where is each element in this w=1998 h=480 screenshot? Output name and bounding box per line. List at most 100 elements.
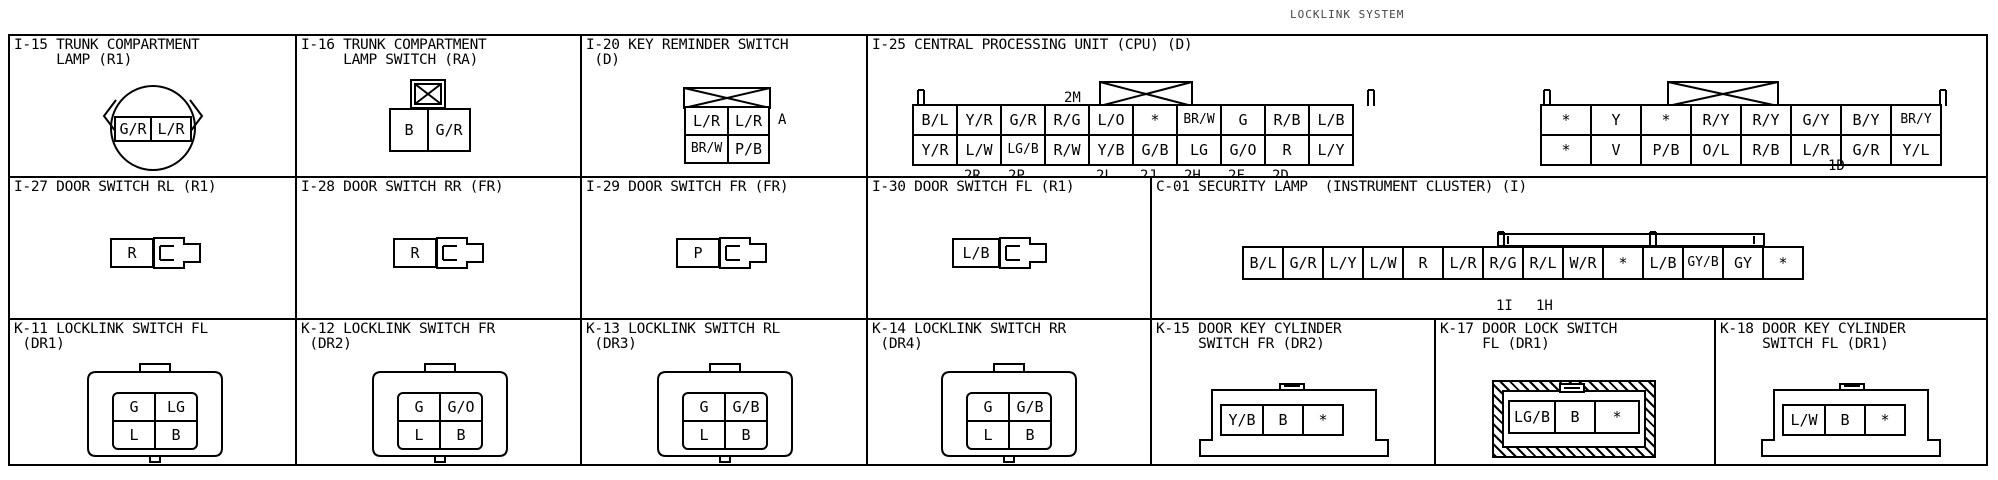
pin-cell: Y/B [1220,404,1264,436]
pin-cell: L/R [1790,134,1842,166]
pin-cell: L/B [1642,246,1684,280]
pin-cell: R [1402,246,1444,280]
cell-title: K-14 LOCKLINK SWITCH RR (DR4) [872,321,1066,352]
pin-cell: B [1824,404,1866,436]
pin-cell: G [397,392,441,422]
cell-i20: I-20 KEY REMINDER SWITCH (D) L/R L/R BR/… [582,36,868,178]
cell-i27: I-27 DOOR SWITCH RL (R1) R [10,178,297,320]
pin-cell: L [966,420,1010,450]
pin-cell: L/Y [1322,246,1364,280]
connector-lock-icon [683,87,771,109]
cell-k11: K-11 LOCKLINK SWITCH FL (DR1) G LG L B [10,320,297,464]
pin-cell: G [682,392,726,422]
pin-cell: B [154,420,198,450]
pin-cell: L/W [1362,246,1404,280]
pin-cell: R/Y [1690,104,1742,136]
pin-cell: * [1864,404,1906,436]
pin-cell: R/Y [1740,104,1792,136]
pin-cell: L [397,420,441,450]
pin-group-label: 2F [1228,168,1245,178]
pin-cell: L/Y [1308,134,1354,166]
pin-cell: G/O [1220,134,1266,166]
pin-cell: * [1602,246,1644,280]
pin-cell: LG/B [1508,400,1556,434]
pin-cell: * [1132,104,1178,136]
cell-title: I-28 DOOR SWITCH RR (FR) [301,179,504,195]
pin-cell: Y/R [956,104,1002,136]
pin-cell: B/Y [1840,104,1892,136]
cell-k13: K-13 LOCKLINK SWITCH RL (DR3) G G/B L B [582,320,868,464]
cell-title: C-01 SECURITY LAMP (INSTRUMENT CLUSTER) … [1156,179,1527,195]
pin-cell: B [724,420,768,450]
pin-cell: G [1220,104,1266,136]
pin-cell: GY [1722,246,1764,280]
pin-cell: P/B [1640,134,1692,166]
pin-cell: L/W [1782,404,1826,436]
pin-cell: G/R [114,116,152,142]
key-cylinder-connector-icon [1199,383,1389,457]
cell-i28: I-28 DOOR SWITCH RR (FR) R [297,178,582,320]
pin-cell: L/B [1308,104,1354,136]
cell-i16: I-16 TRUNK COMPARTMENT LAMP SWITCH (RA) … [297,36,582,178]
pin-group-label: 1H [1536,298,1553,314]
pin-cell: G/R [1840,134,1892,166]
pin-cell: G [112,392,156,422]
pin-cell: R/L [1522,246,1564,280]
plug-icon [436,237,484,269]
pin-cell: Y/B [1088,134,1134,166]
pin-cell: L/R [727,106,770,136]
pin-cell: P/B [727,134,770,164]
cell-title: I-15 TRUNK COMPARTMENT LAMP (R1) [14,37,200,68]
pin-group-label: 2H [1184,168,1201,178]
cell-i29: I-29 DOOR SWITCH FR (FR) P [582,178,868,320]
locklink-connector-icon [87,363,223,463]
cell-k15: K-15 DOOR KEY CYLINDER SWITCH FR (DR2) Y… [1152,320,1436,464]
pin-cell: R [1264,134,1310,166]
pin-cell: LG [154,392,198,422]
connector-lock-icon [410,79,446,109]
pin-cell: R/G [1482,246,1524,280]
locklink-connector-icon [941,363,1077,463]
pin-cell: * [1540,104,1592,136]
pin-cell: Y/R [912,134,958,166]
pin-cell: L/W [956,134,1002,166]
pin-group-label: 1I [1496,298,1513,314]
cell-title: I-30 DOOR SWITCH FL (R1) [872,179,1075,195]
pin-cell: GY/B [1682,246,1724,280]
pin-group-label: 2R [964,168,981,178]
cell-c01: C-01 SECURITY LAMP (INSTRUMENT CLUSTER) … [1152,178,1986,320]
cell-i30: I-30 DOOR SWITCH FL (R1) L/B [868,178,1152,320]
pin-cell: O/L [1690,134,1742,166]
cell-k14: K-14 LOCKLINK SWITCH RR (DR4) G G/B L B [868,320,1152,464]
pin-cell: L [112,420,156,450]
pin-cell: R [110,238,154,268]
cell-title: K-11 LOCKLINK SWITCH FL (DR1) [14,321,208,352]
pin-cell: L [682,420,726,450]
pin-cell: B [1008,420,1052,450]
cell-k18: K-18 DOOR KEY CYLINDER SWITCH FL (DR1) L… [1716,320,1986,464]
pin-cell: * [1762,246,1804,280]
pin-cell: * [1540,134,1592,166]
pin-cell: BR/Y [1890,104,1942,136]
pin-cell: G/R [427,108,471,152]
pin-cell: * [1640,104,1692,136]
cell-title: K-18 DOOR KEY CYLINDER SWITCH FL (DR1) [1720,321,1906,352]
pin-cell: R/B [1264,104,1310,136]
cell-title: K-13 LOCKLINK SWITCH RL (DR3) [586,321,780,352]
pin-cell: * [1594,400,1640,434]
pin-cell: L/O [1088,104,1134,136]
pin-cell: G/R [1000,104,1046,136]
pin-cell: LG/B [1000,134,1046,166]
round-connector-icon [102,85,204,171]
cell-k17: K-17 DOOR LOCK SWITCH FL (DR1) LG/B B * [1436,320,1716,464]
pin-cell: B [389,108,429,152]
pin-group-label: 2D [1272,168,1289,178]
cell-title: I-29 DOOR SWITCH FR (FR) [586,179,789,195]
pin-cell: G/B [1008,392,1052,422]
pin-cell: B [1262,404,1304,436]
pin-cell: G/R [1282,246,1324,280]
side-label: A [778,112,787,128]
cell-title: I-20 KEY REMINDER SWITCH (D) [586,37,789,68]
cell-k12: K-12 LOCKLINK SWITCH FR (DR2) G G/O L B [297,320,582,464]
pin-cell: Y [1590,104,1642,136]
